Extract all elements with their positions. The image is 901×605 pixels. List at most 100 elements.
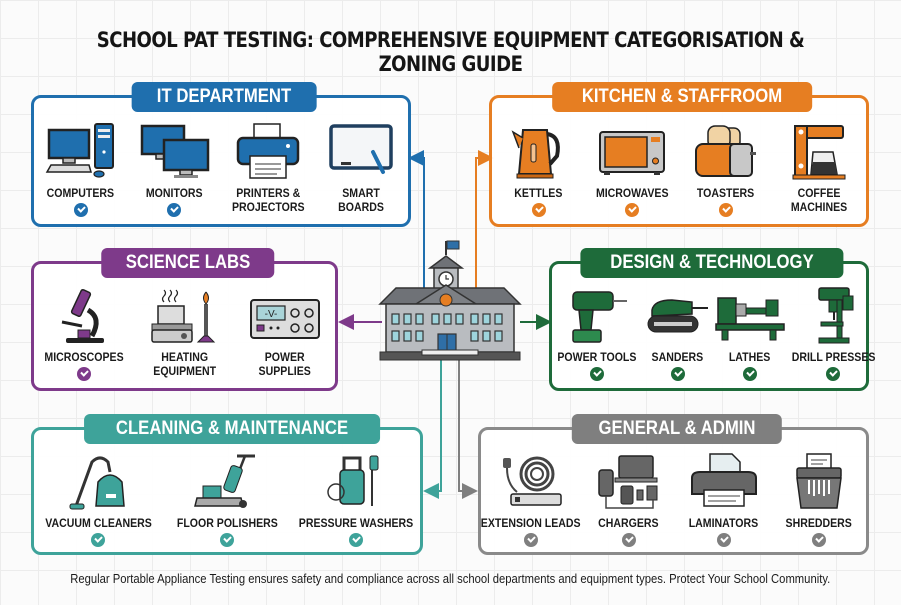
page-title: SCHOOL PAT TESTING: COMPREHENSIVE EQUIPM… bbox=[96, 28, 805, 76]
item-label: SHREDDERS bbox=[785, 516, 852, 530]
zone-it-department: IT DEPARTMENT COMPUTERS MON bbox=[31, 82, 411, 227]
item-computers: COMPUTERS bbox=[34, 122, 128, 217]
item-monitors: MONITORS bbox=[128, 122, 222, 217]
check-icon bbox=[73, 203, 88, 217]
vacuum-cleaner-icon bbox=[69, 456, 126, 510]
check-icon bbox=[625, 203, 640, 217]
item-label: FLOOR POLISHERS bbox=[176, 516, 278, 530]
item-pressure-washers: PRESSURE WASHERS bbox=[296, 452, 416, 547]
printer-icon bbox=[236, 123, 299, 179]
item-sanders: SANDERS bbox=[642, 286, 714, 381]
desktop-computer-icon bbox=[45, 123, 114, 178]
item-label: LATHES bbox=[729, 350, 771, 364]
zone-badge-it: IT DEPARTMENT bbox=[131, 82, 317, 112]
power-supply-display: -V- bbox=[264, 309, 277, 320]
dual-monitor-icon bbox=[141, 124, 210, 178]
check-icon bbox=[219, 533, 234, 547]
item-power-tools: POWER TOOLS bbox=[552, 286, 642, 381]
zone-title: KITCHEN & STAFFROOM bbox=[581, 86, 783, 107]
zone-cleaning-maintenance: CLEANING & MAINTENANCE VACUUM CLEANERS F… bbox=[31, 414, 423, 555]
connector-it bbox=[408, 150, 425, 292]
zone-title: CLEANING & MAINTENANCE bbox=[115, 418, 349, 439]
lathe-icon bbox=[715, 297, 785, 341]
item-label: MONITORS bbox=[145, 186, 203, 200]
item-extension-leads: EXTENSION LEADS bbox=[481, 452, 581, 547]
item-lathes: LATHES bbox=[714, 286, 786, 381]
check-icon bbox=[718, 203, 733, 217]
kettle-icon bbox=[511, 129, 560, 179]
item-laminators: LAMINATORS bbox=[676, 452, 771, 547]
power-drill-icon bbox=[572, 291, 627, 343]
check-icon bbox=[716, 533, 731, 547]
hotplate-burner-icon bbox=[151, 289, 216, 343]
microscope-icon bbox=[61, 289, 105, 343]
item-label: DRILL PRESSES bbox=[791, 350, 876, 364]
zone-general-admin: GENERAL & ADMIN EXTENSION LEADS bbox=[478, 414, 869, 555]
check-icon bbox=[167, 203, 182, 217]
zone-title: GENERAL & ADMIN bbox=[598, 418, 756, 439]
zone-title: SCIENCE LABS bbox=[125, 252, 251, 273]
item-label: PRINTERS &PROJECTORS bbox=[231, 186, 305, 214]
check-icon bbox=[77, 367, 92, 381]
item-kettles: KETTLES bbox=[492, 122, 586, 217]
power-supply-icon: -V- bbox=[249, 299, 320, 339]
check-icon bbox=[826, 367, 841, 381]
check-icon bbox=[589, 367, 604, 381]
check-icon bbox=[811, 533, 826, 547]
zone-badge-science: SCIENCE LABS bbox=[101, 248, 275, 278]
check-icon bbox=[524, 533, 538, 547]
laminator-icon bbox=[690, 453, 757, 507]
extension-lead-icon bbox=[503, 456, 562, 506]
zone-badge-dt: DESIGN & TECHNOLOGY bbox=[580, 248, 844, 278]
check-icon bbox=[742, 367, 757, 381]
connector-kitchen bbox=[475, 150, 494, 292]
item-printers-projectors: PRINTERS &PROJECTORS bbox=[221, 122, 315, 217]
check-icon bbox=[670, 367, 685, 381]
chargers-icon bbox=[597, 455, 657, 509]
toaster-icon bbox=[694, 125, 756, 177]
item-drill-presses: DRILL PRESSES bbox=[786, 286, 881, 381]
zone-badge-cleaning: CLEANING & MAINTENANCE bbox=[84, 414, 380, 444]
item-label: COMPUTERS bbox=[47, 186, 115, 200]
item-label: SANDERS bbox=[651, 350, 704, 364]
pressure-washer-icon bbox=[326, 455, 379, 506]
item-floor-polishers: FLOOR POLISHERS bbox=[167, 452, 287, 547]
item-microwaves: MICROWAVES bbox=[586, 122, 680, 217]
microwave-icon bbox=[599, 131, 666, 175]
item-label: LAMINATORS bbox=[688, 516, 759, 530]
check-icon bbox=[621, 533, 636, 547]
footer-note: Regular Portable Appliance Testing ensur… bbox=[70, 572, 831, 586]
drill-press-icon bbox=[818, 287, 854, 344]
item-label: CHARGERS bbox=[598, 516, 659, 530]
floor-polisher-icon bbox=[194, 454, 255, 508]
item-label: VACUUM CLEANERS bbox=[45, 516, 152, 530]
belt-sander-icon bbox=[647, 299, 708, 333]
item-microscopes: MICROSCOPES bbox=[34, 286, 134, 381]
check-icon bbox=[348, 533, 363, 547]
zone-badge-kitchen: KITCHEN & STAFFROOM bbox=[552, 82, 812, 112]
item-shredders: SHREDDERS bbox=[771, 452, 866, 547]
check-icon bbox=[531, 203, 546, 217]
item-chargers: CHARGERS bbox=[581, 452, 676, 547]
shredder-icon bbox=[795, 453, 842, 509]
zone-title: IT DEPARTMENT bbox=[156, 86, 292, 107]
connector-admin bbox=[458, 360, 478, 499]
item-label: EXTENSION LEADS bbox=[481, 516, 581, 530]
check-icon bbox=[91, 533, 106, 547]
smart-board-icon bbox=[329, 124, 393, 174]
item-label: KETTLES bbox=[514, 186, 563, 200]
school-building-icon bbox=[378, 240, 522, 361]
item-label: MICROWAVES bbox=[595, 186, 669, 200]
item-label: POWER TOOLS bbox=[557, 350, 637, 364]
item-toasters: TOASTERS bbox=[679, 122, 773, 217]
item-label: MICROSCOPES bbox=[44, 350, 124, 364]
